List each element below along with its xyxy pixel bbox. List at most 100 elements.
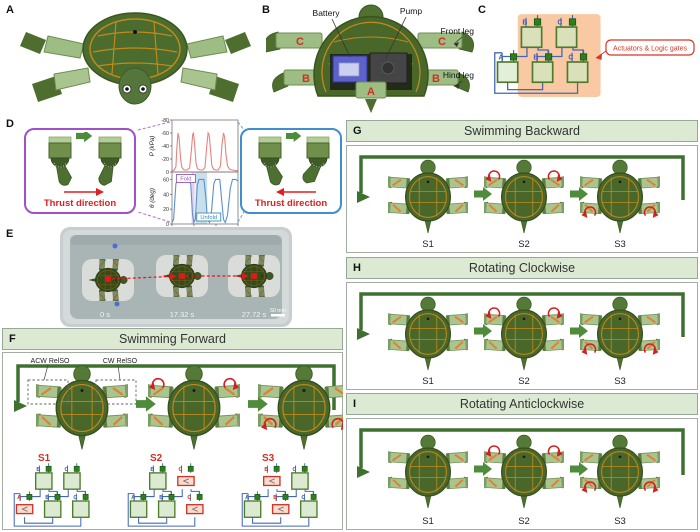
y-tick: -20	[161, 157, 169, 163]
y-tick: 0	[166, 170, 169, 176]
circuit-wire	[127, 493, 196, 527]
panel-label-g: G	[353, 125, 362, 137]
valve-input-square	[310, 494, 317, 500]
state-label-s2: S2	[518, 516, 530, 527]
circuit-wire	[304, 489, 314, 495]
logic-gate	[43, 500, 62, 518]
state-label-s1: S1	[422, 376, 434, 387]
gate-label: A	[17, 495, 21, 501]
gate-label: A	[245, 495, 249, 501]
circuit-wire	[276, 489, 286, 495]
valve-input-square	[196, 494, 203, 500]
leg-mark-hind-left: B	[302, 73, 310, 85]
valve-input-square	[282, 494, 289, 500]
gate-label: C	[568, 55, 573, 62]
rotating-clockwise-sequence: S1 S2 S3	[357, 292, 685, 387]
fold-tag-label: Fold	[180, 177, 191, 183]
circuit-wire	[138, 517, 168, 524]
cycle-loop-arrow	[359, 292, 685, 337]
valve-input-square	[254, 494, 261, 500]
timestamp-1: 0 s	[100, 310, 110, 319]
panel-label-d: D	[6, 118, 14, 130]
unfold-state-box: Thrust direction	[240, 128, 342, 214]
unfold-tag	[196, 212, 222, 222]
panel-label-a: A	[6, 4, 14, 16]
logic-gate	[291, 472, 309, 490]
gate-label: C	[557, 20, 562, 27]
logic-gate	[157, 500, 176, 518]
gate-label: C	[187, 495, 191, 501]
callout-label: Actuators & Logic gates	[613, 46, 687, 53]
valve-input-square	[533, 18, 542, 26]
transition-arrow-icon	[474, 462, 492, 476]
valve-input-square	[544, 53, 553, 61]
logic-gate	[149, 472, 167, 490]
timestamp-3: 27.72 s	[242, 310, 267, 319]
thrust-arrow-left-icon	[276, 188, 284, 196]
transition-arrow-icon	[570, 462, 588, 476]
front-leg-label: Front leg	[440, 26, 474, 36]
valve-input-square	[54, 494, 61, 500]
fold-state-box: Thrust direction	[24, 128, 136, 214]
turtle-underside-render: C C B B A Battery Pump Front leg Hind le…	[266, 4, 474, 113]
position-marker-dot	[250, 272, 258, 280]
swimming-backward-sequence: S1 S2 S3	[357, 155, 685, 250]
hind-leg-label: Hind leg	[443, 70, 474, 80]
gate-label: B	[273, 495, 277, 501]
callout-box	[605, 39, 695, 56]
turtle-state-s1	[374, 297, 482, 370]
logic-gate	[243, 500, 262, 518]
state-label-s3: S3	[614, 516, 626, 527]
thrust-direction-caption: Thrust direction	[43, 198, 117, 209]
gate-label: A	[498, 55, 503, 62]
y-tick: -40	[161, 144, 169, 150]
leg-mark-front-left: C	[296, 36, 304, 48]
circuit-wire	[241, 493, 310, 527]
panel-label-f: F	[9, 333, 16, 345]
acw-relso-dashed-box	[27, 379, 69, 405]
cw-relso-dashed-box	[95, 379, 137, 405]
turtle-state-s1	[374, 435, 482, 508]
unfold-tag-label: Unfold	[200, 215, 217, 221]
plot-band	[191, 172, 195, 224]
gate-label: B	[36, 467, 40, 473]
logic-gate	[129, 500, 148, 518]
circuit-wire	[162, 489, 172, 495]
leg-mark-hind-right: B	[432, 73, 440, 85]
battery-label: Battery	[313, 8, 341, 18]
y-tick: 60	[163, 177, 169, 183]
gate-label: A	[131, 495, 135, 501]
logic-gate-folded	[263, 475, 281, 487]
timestamp-2: 17.32 s	[170, 310, 195, 319]
valve-input-square	[82, 494, 89, 500]
cw-relso-label: CW RelSO	[103, 358, 138, 365]
valve-input-square	[45, 465, 52, 472]
gate-label: C	[301, 495, 305, 501]
transition-arrow-icon	[570, 324, 588, 338]
circuit-wire	[48, 489, 58, 495]
pressure-angle-plot: 0-20-40-60-8002040600246P (kPa)θ (deg)Ti…	[149, 118, 240, 236]
panel-f-title: Swimming Forward	[119, 332, 226, 346]
gate-label: B	[150, 467, 154, 473]
circuit-wire	[494, 52, 579, 94]
gate-label: B	[522, 20, 527, 27]
y-axis-label-angle: θ (deg)	[149, 188, 156, 208]
y-tick: 20	[163, 207, 169, 213]
panel-label-i: I	[353, 398, 357, 410]
y-axis-label-pressure: P (kPa)	[149, 136, 156, 157]
plot-band	[195, 172, 208, 224]
scale-bar-label: 50 mm	[270, 308, 286, 314]
transition-arrow-icon	[570, 187, 588, 201]
circuit-wire	[506, 82, 544, 91]
state-label-s2: S2	[150, 453, 163, 464]
logic-gate	[300, 500, 318, 518]
cycle-loop-arrow	[359, 155, 685, 200]
circuit-wire	[190, 489, 200, 495]
logic-gate	[35, 472, 53, 490]
plot-series	[171, 131, 238, 172]
logic-gate-folded	[186, 504, 204, 515]
